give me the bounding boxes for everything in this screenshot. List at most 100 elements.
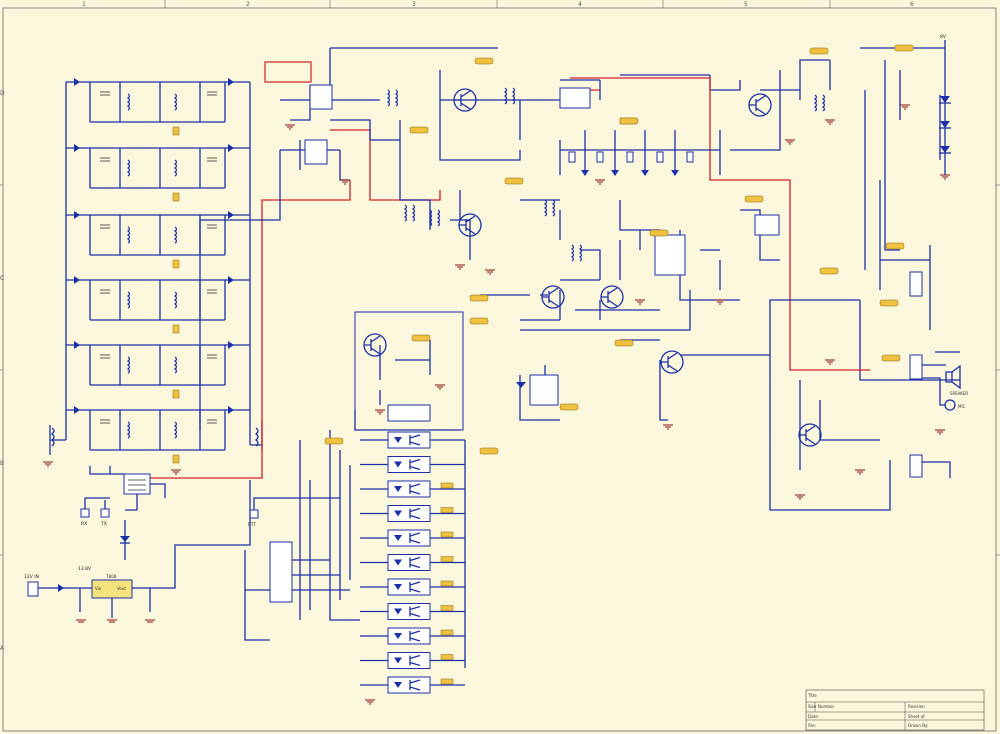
filter-diode-right (228, 211, 234, 219)
ground-symbol (340, 179, 350, 185)
opto-transistor (409, 630, 421, 642)
right-supply-column (860, 40, 946, 270)
transistor-leads (799, 425, 816, 445)
filter-coil-2 (173, 291, 178, 309)
net-label-tag (411, 334, 431, 342)
top-coils (386, 87, 826, 262)
transistor-leads (601, 287, 618, 307)
net-label-tag (894, 44, 914, 52)
opto-coupler (387, 505, 431, 522)
net-label-tag (819, 267, 839, 275)
crystal-filter-diode (641, 170, 649, 176)
ground-symbol (485, 269, 495, 275)
ground-symbol (171, 469, 181, 475)
zone-label-6: 6 (910, 1, 914, 8)
filter-coil-2 (173, 356, 178, 374)
top-rf-chain (280, 47, 831, 161)
regulator-vout: Vout (117, 586, 126, 591)
rf-transformer-coil (428, 209, 433, 227)
ground-symbol (365, 699, 375, 705)
opto-net-tag (440, 507, 454, 513)
filter-tag (172, 126, 180, 136)
ptt-driver-wiring (379, 340, 431, 405)
filter-right-bus (249, 82, 263, 450)
net-label-tag (504, 177, 524, 185)
ic2-mixer (304, 139, 328, 165)
number-label: Number (818, 704, 834, 709)
opto-net-tag (440, 580, 454, 587)
transistor-leads (459, 215, 476, 235)
net-label-tag (479, 447, 499, 455)
crystal-filter-diode (671, 170, 679, 176)
ground-symbol (900, 104, 910, 110)
zone-label-3: 3 (412, 1, 416, 8)
dc-input-connector[interactable] (27, 581, 39, 597)
power-input-wire (38, 480, 251, 612)
net-label-tag (881, 354, 901, 362)
speaker-label: SPEAKER (950, 391, 968, 396)
opto-coupler (387, 578, 431, 596)
filter-coil-1 (126, 291, 131, 309)
mic-symbol[interactable] (944, 399, 956, 411)
filter-coil-1 (126, 159, 131, 177)
audio-connector-1 (909, 354, 923, 380)
opto-net-tag (440, 531, 454, 538)
ground-symbol (285, 124, 295, 130)
date-label: Date: (808, 714, 819, 719)
filter-diode-left (74, 276, 80, 284)
zone-label-D: D (0, 90, 5, 97)
if-chain (619, 200, 780, 301)
opto-led (394, 437, 402, 443)
ground-symbols (43, 104, 950, 705)
net-label-tag (469, 294, 489, 302)
zone-label-B: B (0, 460, 4, 467)
filter-coil-2 (173, 421, 178, 439)
crystal-filter-diode (581, 170, 589, 176)
band-select-connector (123, 473, 151, 495)
ground-symbol (855, 469, 865, 475)
crystal-filter-diode (611, 170, 619, 176)
filter-coil-1 (126, 421, 131, 439)
filter-coil-2 (173, 93, 178, 111)
right-leds (939, 96, 951, 154)
net-ports (324, 44, 914, 455)
mid-signal-wiring (480, 240, 691, 331)
speaker-symbol[interactable] (945, 364, 961, 390)
opto-transistor (409, 679, 421, 691)
net-label-tag (619, 117, 639, 125)
ground-symbols-psu (76, 619, 155, 623)
band-select-pins (128, 479, 146, 491)
rx-pad-label: RX (81, 521, 87, 527)
net-label-tag (614, 339, 634, 347)
filter-diode-left (74, 144, 80, 152)
revision-label: Revision (908, 704, 925, 709)
crystal-filter-crystals (568, 151, 694, 176)
filter-diode-right (228, 406, 234, 414)
filter-left-bus (49, 82, 67, 455)
zone-label-C: C (0, 275, 4, 282)
opto-led (394, 486, 402, 492)
transistor-leads (749, 95, 766, 115)
net-label-tag (879, 299, 899, 307)
opto-led (394, 657, 402, 664)
second-mixer-wiring (199, 119, 561, 430)
ptt-pad[interactable] (249, 509, 259, 519)
if-ic (654, 234, 686, 276)
crystal (596, 151, 604, 163)
opto-coupler (387, 676, 431, 694)
filter-diode-right (228, 276, 234, 284)
zone-label-A: A (0, 645, 5, 652)
opto-led (394, 584, 402, 590)
opto-coupler (387, 480, 431, 498)
tx-pad[interactable] (100, 508, 110, 518)
transistors (363, 88, 822, 447)
filter-tag (172, 192, 180, 202)
ground-symbol (43, 461, 53, 467)
filter-diode-left (74, 78, 80, 86)
audio-connector-3 (909, 271, 923, 297)
rx-pad[interactable] (80, 508, 90, 518)
rf-transformer-coil (570, 244, 575, 262)
filter-diode-left (74, 406, 80, 414)
filter-row-wiring (66, 214, 250, 256)
opto-led (394, 510, 402, 517)
